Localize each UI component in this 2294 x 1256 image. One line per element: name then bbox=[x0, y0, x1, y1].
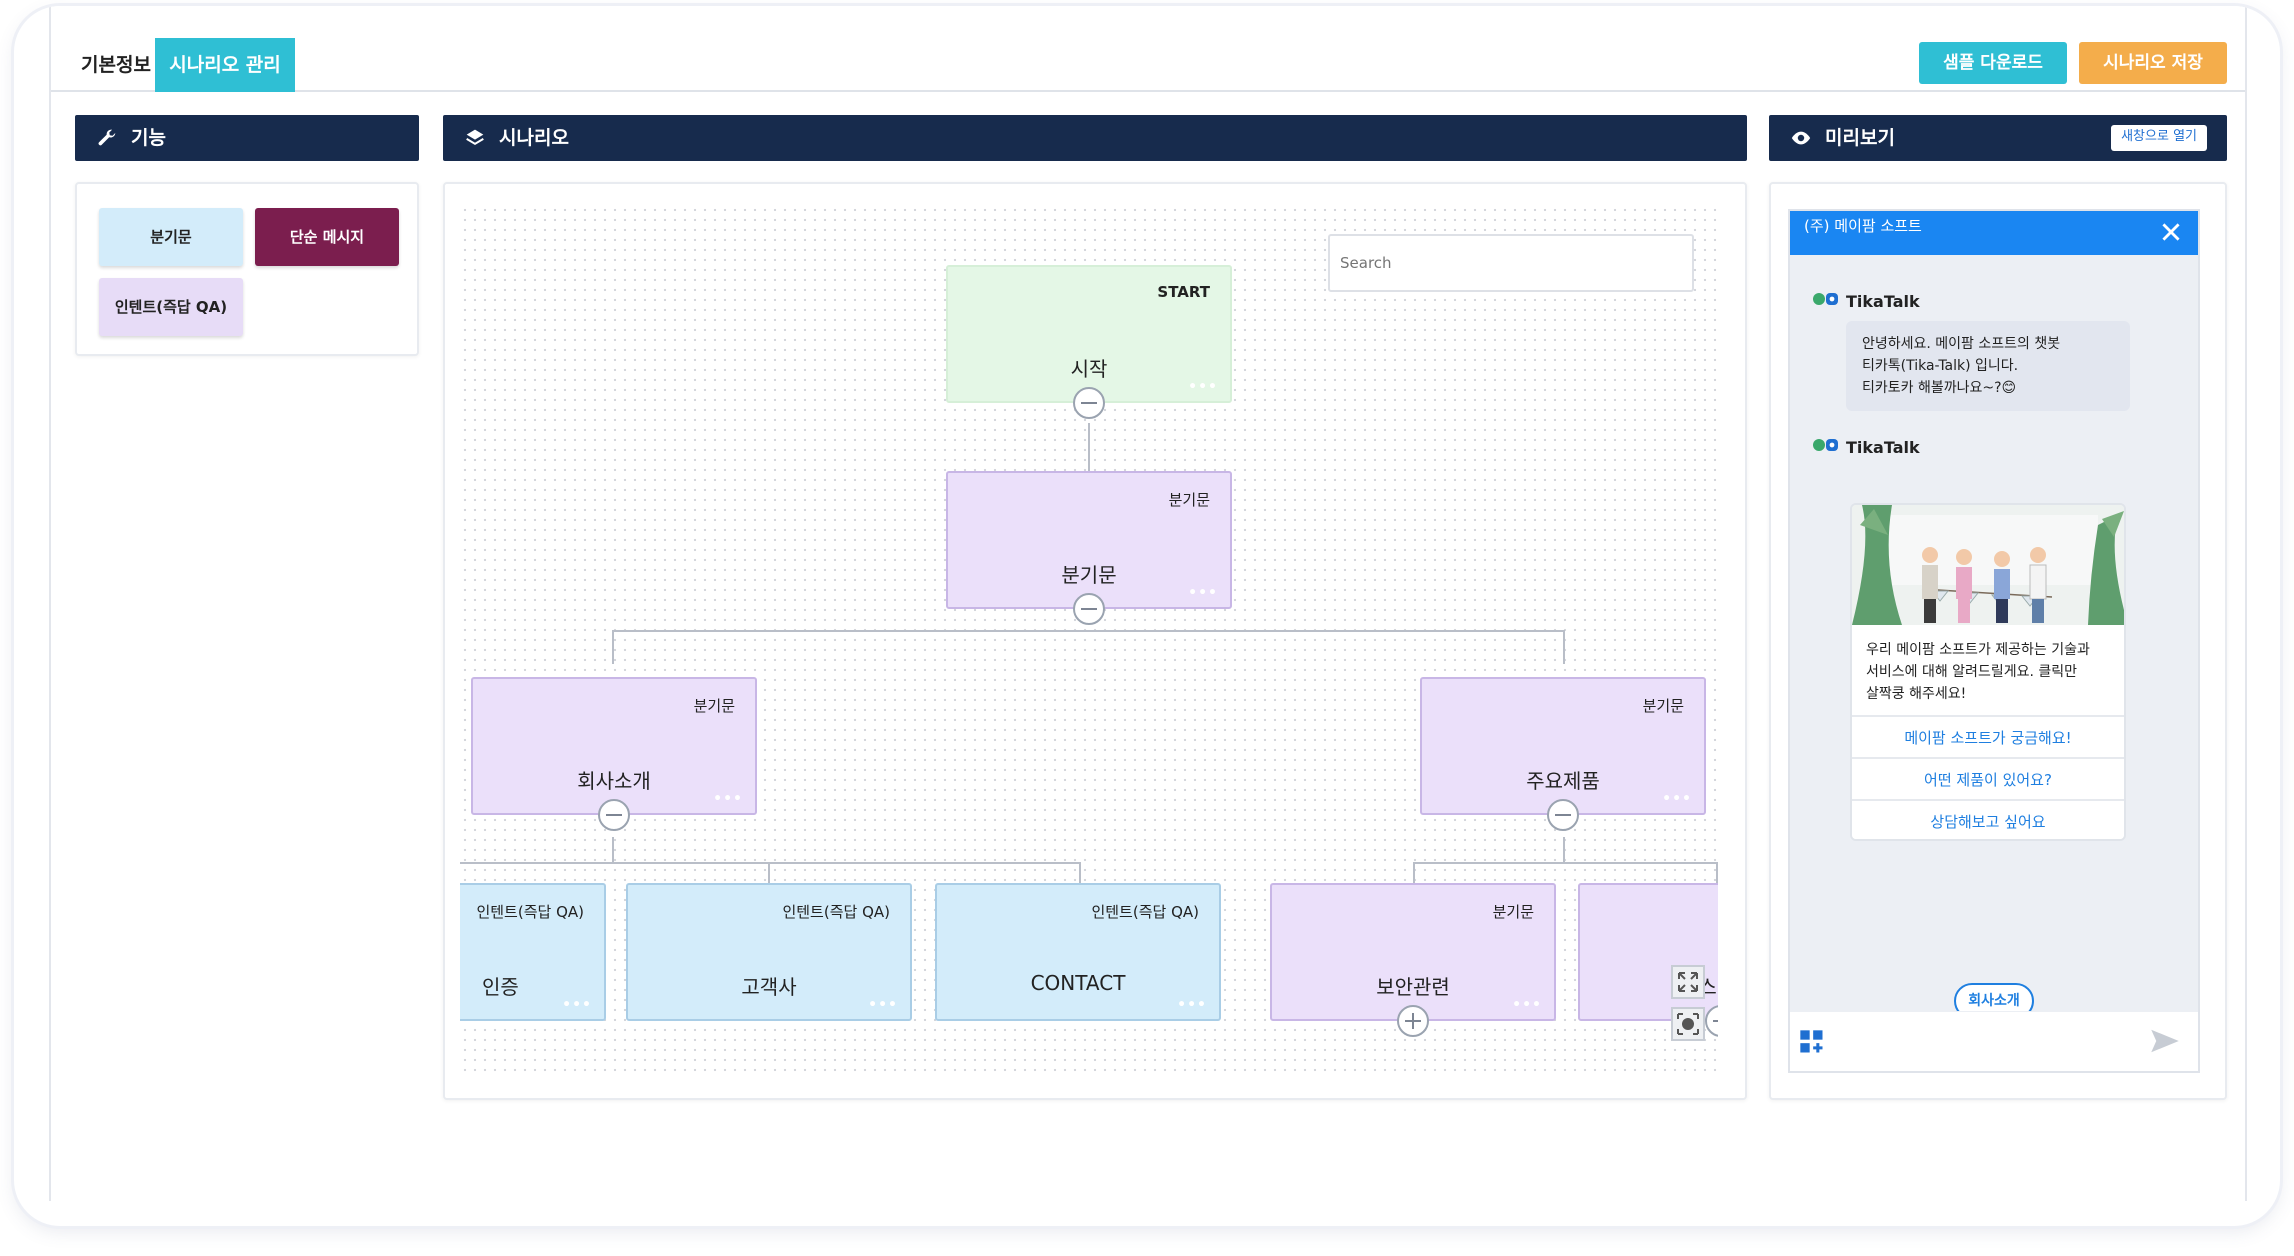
node-type-label: 인텐트(즉답 QA) bbox=[476, 903, 584, 921]
node-more-icon[interactable]: ••• bbox=[713, 791, 743, 807]
center-view-icon[interactable] bbox=[1671, 1007, 1705, 1041]
node-main-products[interactable]: 분기문 주요제품 ••• bbox=[1420, 677, 1706, 815]
node-type-label: 분기문 bbox=[1642, 697, 1684, 715]
app-frame: 기본정보 시나리오 관리 샘플 다운로드 시나리오 저장 기능 시나리오 미리보… bbox=[14, 6, 2280, 1226]
menu-grid-icon[interactable] bbox=[1798, 1028, 1826, 1060]
node-more-icon[interactable]: ••• bbox=[1188, 585, 1218, 601]
search-input[interactable] bbox=[1328, 234, 1694, 292]
greeting-line: 티카톡(Tika-Talk) 입니다. bbox=[1862, 358, 2019, 374]
collapse-toggle-icon[interactable] bbox=[598, 799, 630, 831]
node-name: 회사소개 bbox=[577, 769, 651, 793]
bot-name-row: TikaTalk bbox=[1812, 291, 1920, 311]
card-text-line: 우리 메이팜 소프트가 제공하는 기술과 bbox=[1866, 642, 2090, 658]
node-type-label: 분기문 bbox=[1492, 903, 1534, 921]
palette-item-intent[interactable]: 인텐트(즉답 QA) bbox=[99, 278, 243, 336]
layers-icon bbox=[463, 115, 487, 161]
node-contact[interactable]: 인텐트(즉답 QA) CONTACT ••• bbox=[935, 883, 1221, 1021]
greeting-bubble: 안녕하세요. 메이팜 소프트의 챗봇 티카톡(Tika-Talk) 입니다. 티… bbox=[1846, 321, 2130, 411]
scenario-canvas[interactable]: START 시작 ••• 분기문 분기문 ••• 분기문 회사소개 ••• 분기… bbox=[460, 205, 1718, 1077]
card-illustration bbox=[1852, 505, 2124, 625]
open-new-window-button[interactable]: 새창으로 열기 bbox=[2111, 125, 2207, 151]
node-name: 인증 bbox=[482, 975, 519, 999]
node-name: 주요제품 bbox=[1526, 769, 1600, 793]
function-palette: 분기문 단순 메시지 인텐트(즉답 QA) bbox=[75, 182, 419, 356]
chat-header: (주) 메이팜 소프트 bbox=[1790, 211, 2198, 255]
node-name: 시작 bbox=[1070, 357, 1108, 381]
chat-input-bar bbox=[1790, 1011, 2198, 1071]
collapse-toggle-icon[interactable] bbox=[1547, 799, 1579, 831]
tab-scenario-management[interactable]: 시나리오 관리 bbox=[155, 38, 295, 92]
node-more-icon[interactable]: ••• bbox=[1177, 997, 1207, 1013]
node-more-icon[interactable]: ••• bbox=[1188, 379, 1218, 395]
node-type-label: 인텐트(즉답 QA) bbox=[1091, 903, 1199, 921]
send-icon[interactable] bbox=[2150, 1028, 2180, 1058]
node-type-label: 분기문 bbox=[693, 697, 735, 715]
greeting-line: 티카토카 해볼까나요~?😊 bbox=[1862, 380, 2017, 396]
save-scenario-button[interactable]: 시나리오 저장 bbox=[2079, 42, 2227, 84]
collapse-toggle-icon[interactable] bbox=[1073, 593, 1105, 625]
node-name: 보안관련 bbox=[1376, 975, 1450, 999]
node-security[interactable]: 분기문 보안관련 ••• bbox=[1270, 883, 1556, 1021]
bot-name: TikaTalk bbox=[1846, 291, 1920, 311]
expand-toggle-icon[interactable] bbox=[1397, 1005, 1429, 1037]
chat-title: (주) 메이팜 소프트 bbox=[1804, 217, 1922, 235]
scenario-panel-title: 시나리오 bbox=[499, 127, 569, 149]
close-icon[interactable] bbox=[2158, 219, 2184, 245]
quick-reply-button[interactable]: 메이팜 소프트가 궁금해요! bbox=[1852, 715, 2124, 757]
card-description: 우리 메이팜 소프트가 제공하는 기술과 서비스에 대해 알려드릴게요. 클릭만… bbox=[1852, 625, 2124, 719]
node-partial[interactable]: 피스 bbox=[1578, 883, 1718, 1021]
fit-view-icon[interactable] bbox=[1671, 965, 1705, 999]
node-name: CONTACT bbox=[1030, 971, 1126, 995]
card-text-line: 서비스에 대해 알려드릴게요. 클릭만 bbox=[1866, 664, 2077, 680]
function-panel-title: 기능 bbox=[131, 127, 166, 149]
node-more-icon[interactable]: ••• bbox=[562, 997, 592, 1013]
tab-basic-info[interactable]: 기본정보 bbox=[81, 54, 151, 76]
preview-panel-title: 미리보기 bbox=[1825, 127, 1895, 149]
node-more-icon[interactable]: ••• bbox=[868, 997, 898, 1013]
preview-panel-header: 미리보기 새창으로 열기 bbox=[1769, 115, 2227, 161]
node-company-intro[interactable]: 분기문 회사소개 ••• bbox=[471, 677, 757, 815]
node-cert[interactable]: 인텐트(즉답 QA) 인증 ••• bbox=[460, 883, 606, 1021]
quick-reply-button[interactable]: 상담해보고 싶어요 bbox=[1852, 799, 2124, 839]
card-text-line: 살짝쿵 해주세요! bbox=[1866, 686, 1967, 702]
node-more-icon[interactable]: ••• bbox=[1512, 997, 1542, 1013]
chatbot-preview: (주) 메이팜 소프트 TikaTalk 안녕하세요. 메이팜 소프트의 챗봇 … bbox=[1788, 209, 2200, 1073]
node-type-label: 인텐트(즉답 QA) bbox=[782, 903, 890, 921]
info-card: 우리 메이팜 소프트가 제공하는 기술과 서비스에 대해 알려드릴게요. 클릭만… bbox=[1850, 503, 2126, 841]
bot-avatar-icon bbox=[1812, 291, 1840, 311]
bot-avatar-icon bbox=[1812, 437, 1840, 457]
scenario-panel-header: 시나리오 bbox=[443, 115, 1747, 161]
bot-name: TikaTalk bbox=[1846, 437, 1920, 457]
collapse-toggle-icon[interactable] bbox=[1073, 387, 1105, 419]
eye-icon bbox=[1789, 115, 1813, 161]
node-type-label: 분기문 bbox=[1168, 491, 1210, 509]
palette-item-branch[interactable]: 분기문 bbox=[99, 208, 243, 266]
palette-item-simple-message[interactable]: 단순 메시지 bbox=[255, 208, 399, 266]
greeting-line: 안녕하세요. 메이팜 소프트의 챗봇 bbox=[1862, 336, 2061, 352]
bot-name-row: TikaTalk bbox=[1812, 437, 1920, 457]
node-customers[interactable]: 인텐트(즉답 QA) 고객사 ••• bbox=[626, 883, 912, 1021]
wrench-icon bbox=[95, 115, 119, 161]
node-type-label: START bbox=[1157, 283, 1210, 301]
node-start[interactable]: START 시작 ••• bbox=[946, 265, 1232, 403]
node-name: 고객사 bbox=[741, 975, 797, 999]
node-name: 분기문 bbox=[1061, 563, 1117, 587]
node-more-icon[interactable]: ••• bbox=[1662, 791, 1692, 807]
node-branch-root[interactable]: 분기문 분기문 ••• bbox=[946, 471, 1232, 609]
top-bar: 기본정보 시나리오 관리 샘플 다운로드 시나리오 저장 bbox=[51, 6, 2245, 92]
quick-reply-button[interactable]: 어떤 제품이 있어요? bbox=[1852, 757, 2124, 799]
function-panel-header: 기능 bbox=[75, 115, 419, 161]
sample-download-button[interactable]: 샘플 다운로드 bbox=[1919, 42, 2067, 84]
